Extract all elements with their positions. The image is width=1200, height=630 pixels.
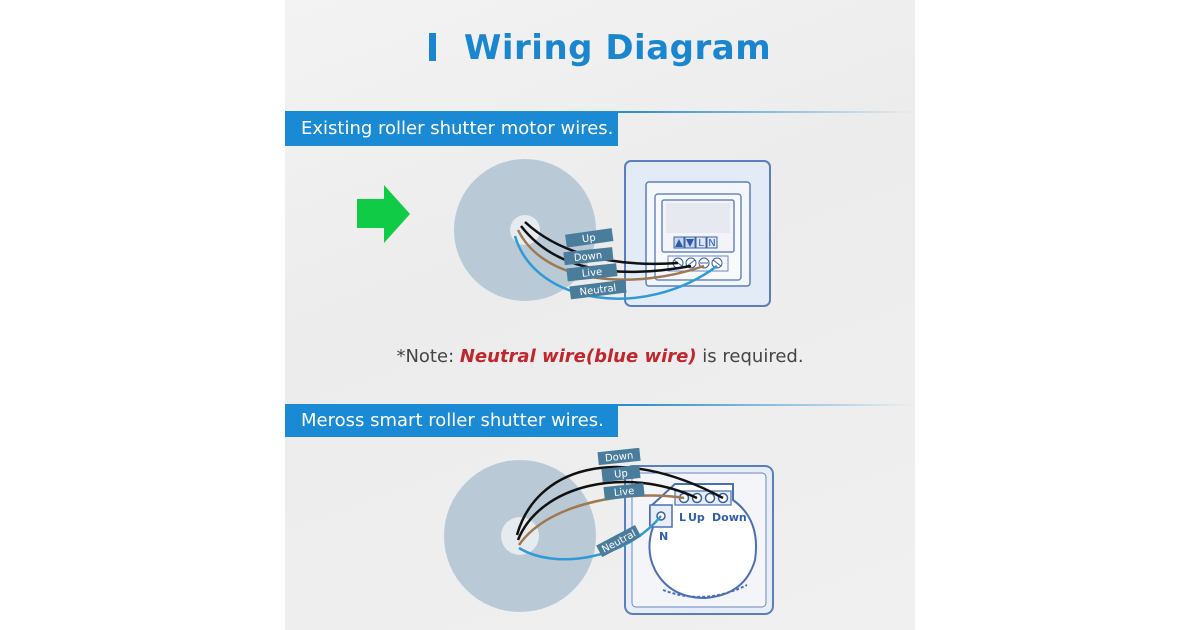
section-header-meross: Meross smart roller shutter wires. bbox=[285, 404, 618, 437]
wiring-diagram-panel: Wiring Diagram Existing roller shutter m… bbox=[285, 0, 915, 630]
note-highlight: Neutral wire(blue wire) bbox=[459, 346, 697, 367]
wall-switch-icon: L N bbox=[624, 160, 771, 307]
note-prefix: *Note: bbox=[396, 346, 460, 367]
wire-label-live: Live bbox=[566, 263, 618, 282]
terminal-label-n: N bbox=[659, 530, 668, 543]
wire-label-down: Down bbox=[563, 247, 614, 266]
title-bar-icon bbox=[428, 33, 436, 61]
note-suffix: is required. bbox=[696, 346, 804, 367]
terminal-label-up: Up bbox=[688, 511, 705, 524]
wire-label-up-2: Up bbox=[601, 465, 641, 482]
wire-label-live-2: Live bbox=[603, 482, 645, 501]
title-text: Wiring Diagram bbox=[463, 28, 772, 68]
section-header-existing: Existing roller shutter motor wires. bbox=[285, 112, 618, 146]
svg-text:Down: Down bbox=[604, 451, 633, 465]
smart-switch-module-icon: L Up Down N bbox=[624, 465, 774, 615]
page-title: Wiring Diagram bbox=[285, 28, 915, 68]
wire-label-neutral: Neutral bbox=[569, 279, 627, 300]
svg-text:Down: Down bbox=[573, 250, 602, 264]
wires-smart bbox=[515, 465, 724, 561]
terminal-label-l: L bbox=[679, 511, 686, 524]
svg-text:N: N bbox=[708, 238, 715, 249]
green-arrow-icon bbox=[357, 185, 410, 243]
svg-text:Neutral: Neutral bbox=[579, 283, 617, 298]
svg-text:Live: Live bbox=[581, 267, 602, 280]
wire-label-down-2: Down bbox=[597, 447, 641, 466]
svg-text:Live: Live bbox=[613, 486, 634, 499]
svg-text:L: L bbox=[698, 238, 704, 249]
existing-wiring-diagram: L N Up Down bbox=[357, 159, 774, 615]
wire-label-up: Up bbox=[565, 228, 614, 248]
svg-text:Up: Up bbox=[614, 468, 629, 480]
neutral-wire-note: *Note: Neutral wire(blue wire) is requir… bbox=[285, 346, 915, 367]
terminal-label-down: Down bbox=[712, 511, 747, 524]
svg-text:Up: Up bbox=[581, 233, 596, 246]
